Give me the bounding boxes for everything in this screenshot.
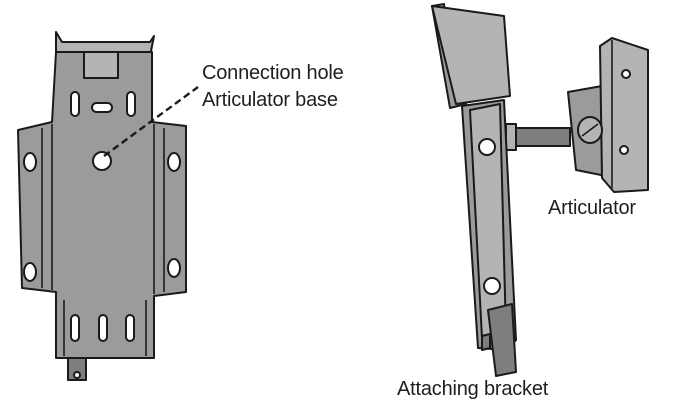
base-hole-left-top bbox=[23, 152, 37, 172]
bracket-hole-bottom bbox=[483, 277, 501, 295]
base-slot-bottom-3 bbox=[125, 314, 135, 342]
assembly-upper-plate-face bbox=[431, 5, 511, 105]
articulator-arm-collar bbox=[505, 123, 517, 151]
base-slot-bottom-1 bbox=[70, 314, 80, 342]
base-hole-right-bottom bbox=[167, 258, 181, 278]
articulator-head-hole-bottom bbox=[619, 145, 629, 155]
articulator-head bbox=[599, 37, 649, 193]
label-articulator: Articulator bbox=[548, 197, 636, 219]
articulator-base-plate bbox=[17, 31, 187, 381]
base-top-tab bbox=[83, 51, 119, 79]
articulator-assembly bbox=[431, 3, 649, 377]
label-connection-hole: Connection hole bbox=[202, 62, 344, 84]
label-articulator-base: Articulator base bbox=[202, 89, 338, 111]
articulator-arm bbox=[507, 127, 571, 147]
base-hole-right-top bbox=[167, 152, 181, 172]
base-slot-right bbox=[126, 91, 136, 117]
attaching-bracket-foot bbox=[487, 303, 517, 377]
articulator-knob-slot bbox=[581, 123, 599, 137]
bracket-hole-top bbox=[478, 138, 496, 156]
base-slot-bottom-2 bbox=[98, 314, 108, 342]
articulator-head-hole-top bbox=[621, 69, 631, 79]
base-bottom-tab bbox=[67, 357, 87, 381]
base-bottom-tab-hole bbox=[73, 371, 81, 379]
bracket-bottom-tab bbox=[481, 333, 491, 351]
base-hole-left-bottom bbox=[23, 262, 37, 282]
base-slot-left bbox=[70, 91, 80, 117]
connection-hole bbox=[92, 151, 112, 171]
label-attaching-bracket: Attaching bracket bbox=[397, 378, 549, 400]
connection-hole-leader bbox=[103, 86, 199, 157]
base-slot-top bbox=[91, 102, 113, 113]
